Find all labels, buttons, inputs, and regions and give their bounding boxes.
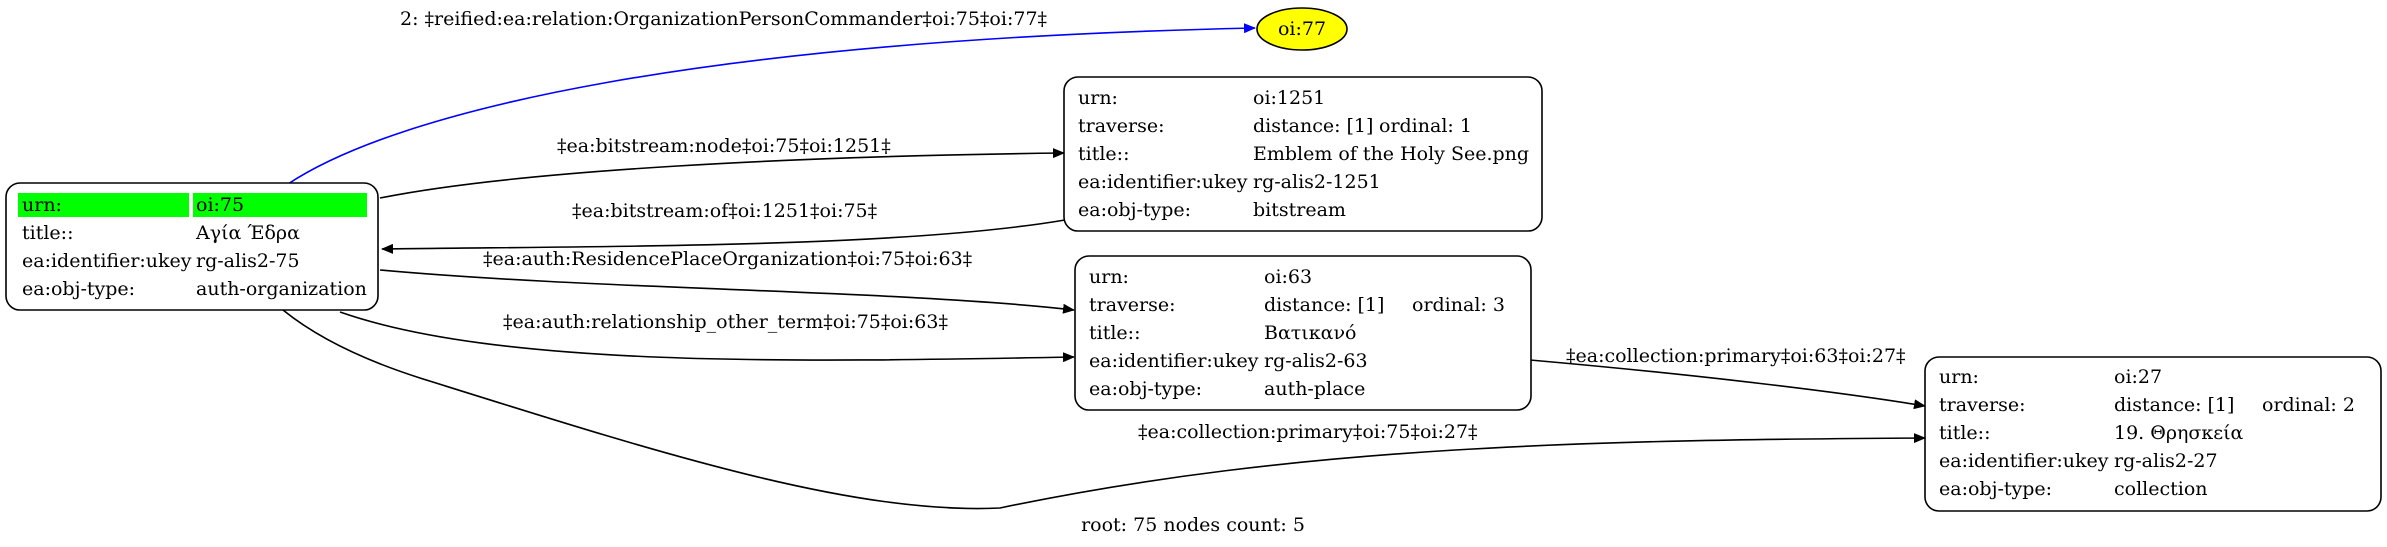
node-oi-63-key: ea:obj-type:: [1089, 378, 1202, 400]
edge-75-27-line: [282, 309, 1926, 510]
node-oi-75-value: Αγία Έδρα: [195, 222, 300, 244]
edge-75-77-label: 2: ‡reified:ea:relation:OrganizationPers…: [400, 8, 1047, 30]
node-oi-75-value: rg-alis2-75: [196, 250, 300, 272]
node-oi-27-key: title::: [1939, 422, 1990, 444]
node-oi-1251-value: distance: [1]: [1253, 115, 1373, 137]
node-oi-1251-value: oi:1251: [1253, 87, 1325, 109]
node-oi-63[interactable]: urn: oi:63 traverse: distance: [1] ordin…: [1074, 255, 1532, 411]
node-oi-75-key: ea:identifier:ukey: [22, 250, 192, 272]
node-oi-75-key: ea:obj-type:: [22, 278, 135, 300]
edge-75-63-relationship-line: [339, 311, 1075, 363]
node-oi-1251-value: Emblem of the Holy See.png: [1253, 143, 1529, 165]
node-oi-75-key: title::: [22, 222, 73, 244]
node-oi-75-urn-value-highlight: [193, 193, 367, 217]
node-oi-27-value: rg-alis2-27: [2114, 450, 2218, 472]
edge-75-63-relationship-label: ‡ea:auth:relationship_other_term‡oi:75‡o…: [503, 311, 948, 333]
node-oi-1251-key: title::: [1078, 143, 1129, 165]
node-oi-75[interactable]: urn: oi:75 title:: Αγία Έδρα ea:identifi…: [5, 182, 379, 311]
node-oi-77-label: oi:77: [1278, 18, 1326, 40]
node-oi-1251[interactable]: urn: oi:1251 traverse: distance: [1] ord…: [1063, 76, 1543, 232]
node-oi-27-value-2: ordinal: 2: [2262, 394, 2355, 416]
node-oi-63-value: rg-alis2-63: [1264, 350, 1368, 372]
node-oi-77[interactable]: oi:77: [1256, 7, 1348, 51]
node-oi-75-key: urn:: [22, 194, 62, 216]
node-oi-27-key: ea:obj-type:: [1939, 478, 2052, 500]
node-oi-1251-box: [1063, 76, 1543, 232]
node-oi-63-key: traverse:: [1089, 294, 1176, 316]
edge-75-27-label: ‡ea:collection:primary‡oi:75‡oi:27‡: [1138, 421, 1478, 443]
node-oi-27-key: ea:identifier:ukey: [1939, 450, 2109, 472]
node-oi-63-value: auth-place: [1264, 378, 1365, 400]
edge-75-1251-label: ‡ea:bitstream:node‡oi:75‡oi:1251‡: [557, 135, 891, 157]
node-oi-63-box: [1074, 255, 1532, 411]
edge-63-27-label: ‡ea:collection:primary‡oi:63‡oi:27‡: [1566, 345, 1906, 367]
node-oi-1251-key: ea:obj-type:: [1078, 199, 1191, 221]
edge-63-27[interactable]: ‡ea:collection:primary‡oi:63‡oi:27‡: [1529, 345, 1926, 410]
edge-1251-75-line: [381, 219, 1066, 254]
node-oi-27-value: distance: [1]: [2114, 394, 2234, 416]
node-oi-1251-key: ea:identifier:ukey: [1078, 171, 1248, 193]
node-oi-27-value: 19. Θρησκεία: [2114, 422, 2244, 444]
edge-75-63-residence[interactable]: ‡ea:auth:ResidencePlaceOrganization‡oi:7…: [379, 248, 1075, 314]
node-oi-75-urn-key-highlight: [18, 193, 189, 217]
edge-1251-75[interactable]: ‡ea:bitstream:of‡oi:1251‡oi:75‡: [381, 200, 1066, 254]
node-oi-1251-key: urn:: [1078, 87, 1118, 109]
node-oi-63-key: urn:: [1089, 266, 1129, 288]
node-oi-1251-value: bitstream: [1253, 199, 1346, 221]
edge-75-63-residence-line: [379, 269, 1075, 314]
edge-75-77[interactable]: 2: ‡reified:ea:relation:OrganizationPers…: [287, 8, 1256, 185]
node-oi-27-key: urn:: [1939, 366, 1979, 388]
edge-75-77-line: [287, 23, 1256, 185]
edge-75-1251-line: [379, 148, 1065, 199]
node-oi-63-key: title::: [1089, 322, 1140, 344]
node-oi-27-box: [1924, 356, 2382, 512]
node-oi-27-value: collection: [2114, 478, 2208, 500]
node-oi-63-value: oi:63: [1264, 266, 1312, 288]
node-oi-63-value-2: ordinal: 3: [1412, 294, 1505, 316]
graph-footer: root: 75 nodes count: 5: [1081, 514, 1305, 536]
edge-63-27-line: [1529, 359, 1926, 410]
node-oi-1251-key: traverse:: [1078, 115, 1165, 137]
edge-75-27[interactable]: ‡ea:collection:primary‡oi:75‡oi:27‡: [282, 309, 1926, 510]
node-oi-63-value: distance: [1]: [1264, 294, 1384, 316]
edge-75-63-residence-label: ‡ea:auth:ResidencePlaceOrganization‡oi:7…: [483, 248, 972, 270]
edge-1251-75-label: ‡ea:bitstream:of‡oi:1251‡oi:75‡: [572, 200, 877, 222]
node-oi-77-ellipse: [1256, 7, 1348, 51]
node-oi-27-key: traverse:: [1939, 394, 2026, 416]
node-oi-75-value: auth-organization: [196, 278, 367, 300]
node-oi-1251-value-2: ordinal: 1: [1379, 115, 1472, 137]
node-oi-63-value: Βατικανό: [1264, 322, 1356, 344]
node-oi-27[interactable]: urn: oi:27 traverse: distance: [1] ordin…: [1924, 356, 2382, 512]
edge-75-1251[interactable]: ‡ea:bitstream:node‡oi:75‡oi:1251‡: [379, 135, 1065, 199]
node-oi-75-value: oi:75: [196, 194, 244, 216]
edge-75-63-relationship[interactable]: ‡ea:auth:relationship_other_term‡oi:75‡o…: [339, 311, 1075, 363]
node-oi-1251-value: rg-alis2-1251: [1253, 171, 1381, 193]
node-oi-63-key: ea:identifier:ukey: [1089, 350, 1259, 372]
node-oi-27-value: oi:27: [2114, 366, 2162, 388]
